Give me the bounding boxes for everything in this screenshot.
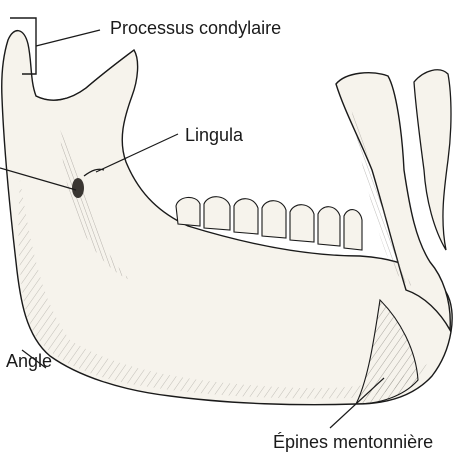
label-angle: Angle	[6, 352, 52, 370]
label-mental-spines: Épines mentonnière	[273, 433, 433, 451]
leader-condyle	[36, 30, 100, 46]
label-lingula: Lingula	[185, 126, 243, 144]
label-condylar-process: Processus condylaire	[110, 19, 281, 37]
mandibular-foramen	[72, 178, 84, 198]
far-coronoid	[414, 70, 451, 250]
